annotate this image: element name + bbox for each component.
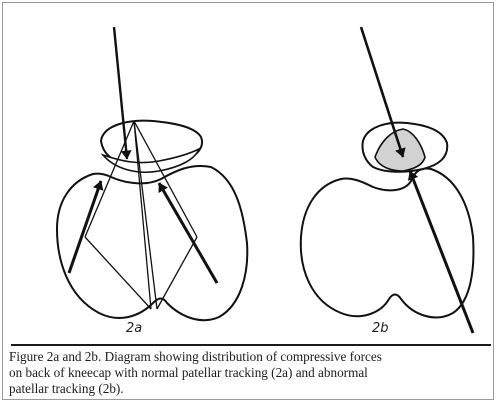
caption-line: on back of kneecap with normal patellar … [9,365,493,381]
reaction-arrow-2b [410,171,473,333]
caption-line: Figure 2a and 2b. Diagram showing distri… [9,349,493,365]
reaction-arrow-right-2a [159,183,217,283]
panel-label-2a: 2a [126,321,142,336]
panel-2b: 2b [301,27,474,336]
femur-condyles-2b [301,169,474,318]
reaction-arrow-left-2a [69,181,101,273]
panel-label-2b: 2b [372,321,389,336]
femur-condyles-2a [57,166,247,320]
panel-2a: 2a [57,27,247,336]
caption-line: patellar tracking (2b). [9,381,493,397]
figure-caption: Figure 2a and 2b. Diagram showing distri… [9,349,493,398]
figure-frame: 2a 2b Figure 2a and 2b. Diagram showing … [2,2,494,400]
knee-diagram: 2a 2b [11,11,491,345]
caption-divider [11,344,491,346]
